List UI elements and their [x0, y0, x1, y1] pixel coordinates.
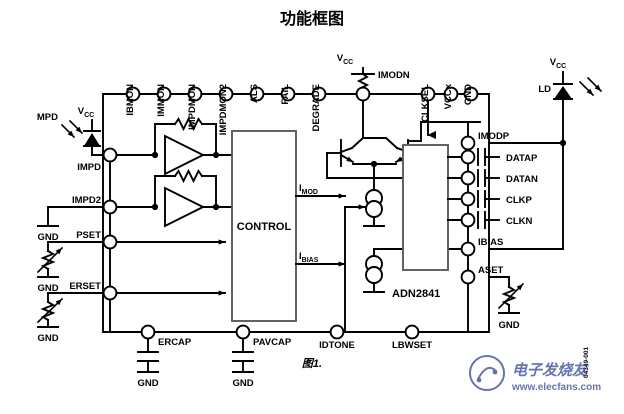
- pin-circle-impd2[interactable]: [102, 199, 118, 215]
- pin-circle-impdmon[interactable]: [187, 86, 203, 102]
- input-buffer-block: [402, 95, 469, 271]
- pin-label-idtone: IDTONE: [319, 340, 355, 351]
- pin-label-clksel: CLKSEL: [420, 84, 431, 122]
- pin-label-datap: DATAP: [506, 153, 538, 164]
- ld-light-arrows: [578, 76, 603, 97]
- pin-circle-fail[interactable]: [280, 86, 296, 102]
- pin-circle-vccx[interactable]: [443, 86, 459, 102]
- pin-circle-imodn[interactable]: [355, 86, 371, 102]
- pin-label-immon: IMMON: [156, 84, 167, 117]
- imod-current-source: [344, 189, 385, 333]
- page-title: 功能框图: [280, 9, 344, 28]
- pin-label-clkn: CLKN: [506, 216, 533, 227]
- pin-circle-pavcap[interactable]: [235, 324, 251, 340]
- pin-circle-imodp[interactable]: [460, 135, 476, 151]
- aset-potentiometer: [488, 276, 525, 314]
- gnd-labels: GND GND GND GND GND GND: [37, 232, 519, 389]
- pin-label-pset: PSET: [76, 230, 101, 241]
- pin-circle-immon[interactable]: [156, 86, 172, 102]
- part-number-label: ADN2841: [392, 288, 440, 300]
- pin-label-impd: IMPD: [77, 162, 101, 173]
- watermark-site: www.elecfans.com: [511, 382, 601, 393]
- document-id: 04349-001: [583, 347, 590, 378]
- pin-circle-idtone[interactable]: [329, 324, 345, 340]
- pin-circle-datap[interactable]: [460, 149, 476, 165]
- left-pin-labels: IMPD IMPD2 PSET ERSET: [69, 162, 101, 292]
- gnd-label-aset: GND: [498, 320, 519, 331]
- pin-label-imodn: IMODN: [378, 70, 410, 81]
- ld-label: LD: [538, 84, 551, 95]
- coupling-capacitors: [477, 148, 500, 229]
- erset-potentiometer: [36, 292, 111, 328]
- ibias-signal-label: IBIAS: [299, 251, 319, 264]
- pin-circle-lbwset[interactable]: [404, 324, 420, 340]
- pin-circle-gnd-top[interactable]: [463, 86, 479, 102]
- pin-circle-ibmon[interactable]: [125, 86, 141, 102]
- gnd-label-pavcap: GND: [232, 378, 253, 389]
- tia-amplifier-1: [109, 116, 233, 176]
- control-block: [231, 130, 297, 322]
- pin-label-impdmon: IMPDMON: [187, 84, 198, 130]
- vcc-labels: VCC VCC VCC: [78, 53, 566, 119]
- pin-label-clkp: CLKP: [506, 195, 533, 206]
- bottom-pin-labels: ERCAP PAVCAP IDTONE LBWSET: [158, 337, 432, 351]
- pin-label-datan: DATAN: [506, 174, 538, 185]
- pin-label-fail: FAIL: [280, 84, 291, 105]
- pin-label-impdmon2: IMPDMON2: [218, 84, 229, 135]
- pin-circle-datan[interactable]: [460, 170, 476, 186]
- pin-circle-impd[interactable]: [102, 147, 118, 163]
- pin-circle-clkn[interactable]: [460, 212, 476, 228]
- tia-amplifier-2: [109, 168, 233, 228]
- pin-label-vccx: VCCx: [443, 83, 454, 109]
- gnd-label-ercap: GND: [137, 378, 158, 389]
- vcc-label-mpd: VCC: [78, 106, 94, 119]
- mpd-photodiode-network: [83, 119, 111, 156]
- pin-label-lbwset: LBWSET: [392, 340, 432, 351]
- pin-circle-als[interactable]: [249, 86, 265, 102]
- pin-label-ibias: IBIAS: [478, 237, 503, 248]
- pin-circle-pset[interactable]: [102, 234, 118, 250]
- gnd-label-impd2: GND: [37, 232, 58, 243]
- mpd-light-arrows: [60, 119, 84, 139]
- vcc-label-ld: VCC: [550, 57, 566, 70]
- figure-caption: 图1.: [302, 358, 322, 370]
- pin-circle-clksel[interactable]: [420, 86, 436, 102]
- gnd-label-erset: GND: [37, 333, 58, 344]
- gnd-label-pset: GND: [37, 283, 58, 294]
- pin-label-ibmon: IBMON: [125, 84, 136, 116]
- pin-circle-ercap[interactable]: [140, 324, 156, 340]
- right-pin-labels: IMODP DATAP DATAN CLKP CLKN IBIAS ASET: [478, 131, 538, 276]
- pin-label-degrade: DEGRADE: [311, 84, 322, 132]
- pin-label-gnd-top: GND: [463, 84, 474, 105]
- pin-circle-impdmon2[interactable]: [218, 86, 234, 102]
- pset-potentiometer: [36, 241, 111, 278]
- top-pin-labels: IBMON IMMON IMPDMON IMPDMON2 ALS FAIL DE…: [125, 70, 474, 135]
- pin-label-impd2: IMPD2: [72, 195, 101, 206]
- mpd-label: MPD: [37, 112, 58, 123]
- watermark: 电子发烧友 www.elecfans.com: [469, 355, 601, 393]
- pin-circle-erset[interactable]: [102, 285, 118, 301]
- watermark-brand: 电子发烧友: [512, 362, 589, 379]
- pin-circle-aset[interactable]: [460, 269, 476, 285]
- ibias-current-source: [363, 248, 469, 293]
- pin-circles: [102, 86, 479, 340]
- imod-signal-label: IMOD: [299, 183, 318, 196]
- control-block-label: CONTROL: [237, 221, 292, 233]
- pin-label-aset: ASET: [478, 265, 504, 276]
- pin-circle-degrade[interactable]: [311, 86, 327, 102]
- pin-label-erset: ERSET: [69, 281, 101, 292]
- pin-label-als: ALS: [249, 84, 260, 103]
- laser-diode-network: [488, 71, 573, 250]
- pin-label-imodp: IMODP: [478, 131, 510, 142]
- pin-circle-clkp[interactable]: [460, 191, 476, 207]
- pin-label-ercap: ERCAP: [158, 337, 192, 348]
- pin-circle-ibias[interactable]: [460, 241, 476, 257]
- vcc-label-imodn: VCC: [337, 53, 353, 66]
- impd2-gnd-net: [37, 206, 111, 227]
- pin-label-pavcap: PAVCAP: [253, 337, 292, 348]
